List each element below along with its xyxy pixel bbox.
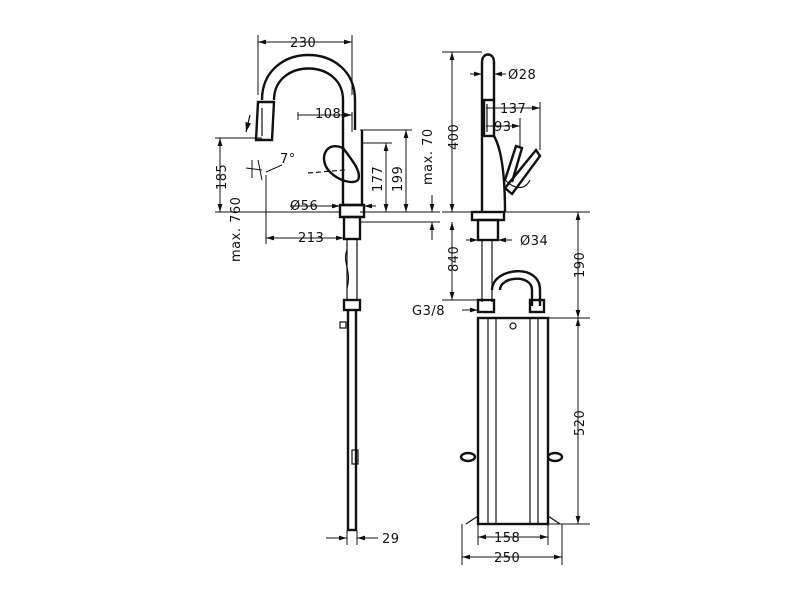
dim-158: 158 <box>494 531 520 546</box>
dim-400: 400 <box>447 124 462 150</box>
dim-angle7: 7° <box>280 152 296 167</box>
dim-max70: max. 70 <box>421 128 436 185</box>
side-view <box>245 54 366 532</box>
dim-108: 108 <box>315 107 341 122</box>
dim-max760: max. 760 <box>229 197 244 262</box>
dim-230: 230 <box>290 36 316 51</box>
dim-177: 177 <box>371 166 386 192</box>
dim-29: 29 <box>382 532 400 547</box>
dim-137: 137 <box>500 102 526 117</box>
dim-diameter56: Ø56 <box>290 199 318 214</box>
front-view <box>459 53 564 526</box>
side-view-dimensions: 230 108 185 max. 760 7° Ø56 177 199 <box>215 35 440 547</box>
dim-213: 213 <box>298 231 324 246</box>
front-view-dimensions: 400 Ø28 137 93 Ø34 840 190 G3/8 520 <box>412 51 590 566</box>
dim-199: 199 <box>391 166 406 192</box>
dim-g38: G3/8 <box>412 304 445 319</box>
clip-left-icon <box>459 451 477 463</box>
dim-520: 520 <box>573 410 588 436</box>
dim-93: 93 <box>494 120 512 135</box>
dim-185: 185 <box>215 164 230 190</box>
dim-diameter34: Ø34 <box>520 234 548 249</box>
dim-250: 250 <box>494 551 520 566</box>
dim-190: 190 <box>573 252 588 278</box>
dim-diameter28: Ø28 <box>508 68 536 83</box>
dim-840: 840 <box>447 246 462 272</box>
clip-right-icon <box>546 451 564 463</box>
